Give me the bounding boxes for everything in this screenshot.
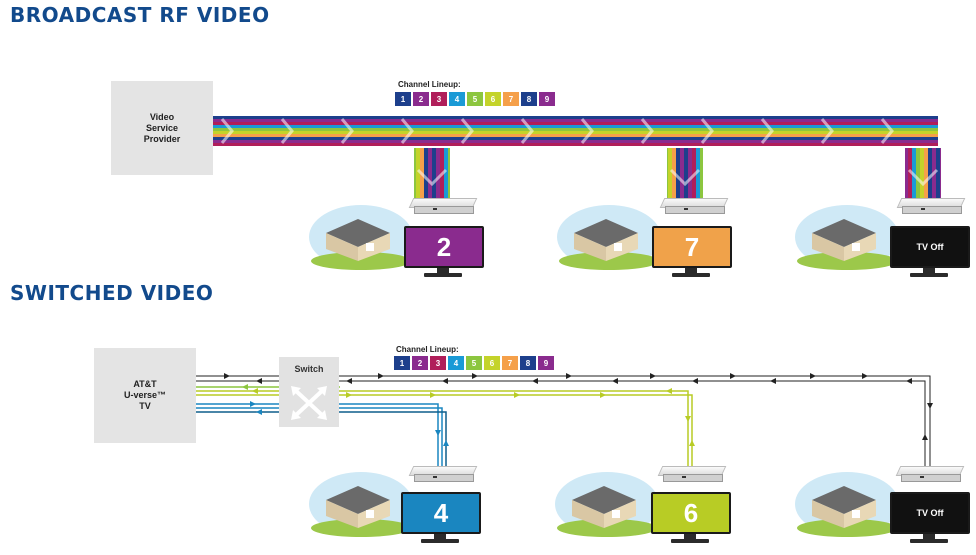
rainbow-drop-1 [414, 148, 450, 202]
provider-label-line: U-verse™ [123, 390, 167, 400]
switched-title: SWITCHED VIDEO [10, 281, 214, 305]
set-top-box [659, 198, 729, 214]
tv-off-label: TV Off [916, 508, 944, 518]
channel-chip: 8 [520, 356, 536, 370]
channel-chip: 2 [412, 356, 428, 370]
channel-chip: 6 [485, 92, 501, 106]
house-illustration [792, 462, 902, 537]
switch-arrows-icon [291, 386, 327, 420]
switch-label: Switch [294, 364, 324, 374]
channel-chip: 1 [394, 356, 410, 370]
set-top-box [408, 466, 478, 482]
set-top-box [895, 466, 965, 482]
channel-chip: 4 [448, 356, 464, 370]
channel-chip: 1 [395, 92, 411, 106]
channel-chip: 8 [521, 92, 537, 106]
tv-channel-label: 6 [683, 497, 699, 528]
provider-label-line: Video [149, 111, 175, 122]
tv-channel-label: 7 [684, 231, 700, 262]
provider-label-line: TV [139, 401, 151, 411]
tv-channel-label: 4 [433, 497, 449, 528]
flow-arrows [224, 373, 933, 440]
provider-label-line: Service [145, 122, 178, 133]
channel-chip: 6 [484, 356, 500, 370]
channel-chip: 9 [538, 356, 554, 370]
broadcast-title: BROADCAST RF VIDEO [10, 3, 270, 27]
broadcast-lineup-label: Channel Lineup: [398, 80, 461, 89]
channel-chip: 4 [449, 92, 465, 106]
channel-chip: 7 [502, 356, 518, 370]
provider-label-line: Provider [143, 133, 181, 144]
channel-chip: 7 [503, 92, 519, 106]
house-illustration [792, 195, 902, 270]
channel-chip: 5 [466, 356, 482, 370]
channel-chip: 5 [467, 92, 483, 106]
tv-screen: 6 [651, 492, 731, 534]
house-illustration [306, 462, 416, 537]
tv-off-label: TV Off [916, 242, 944, 252]
tv-screen: 7 [652, 226, 732, 268]
house-illustration [552, 462, 662, 537]
video-service-provider-box: Video Service Provider [111, 81, 213, 175]
rainbow-drop-2 [667, 148, 703, 202]
tv-screen: TV Off [890, 492, 970, 534]
rainbow-bus [213, 116, 938, 146]
set-top-box [657, 466, 727, 482]
channel-chip: 3 [430, 356, 446, 370]
channel-chip: 3 [431, 92, 447, 106]
switched-signal-lines [196, 375, 931, 466]
provider-label-line: AT&T [133, 379, 157, 389]
tv-screen: TV Off [890, 226, 970, 268]
tv-screen: 2 [404, 226, 484, 268]
switched-lineup-label: Channel Lineup: [396, 345, 459, 354]
channel-chip: 2 [413, 92, 429, 106]
set-top-box [408, 198, 478, 214]
set-top-box [896, 198, 966, 214]
house-illustration [554, 195, 664, 270]
house-illustration [306, 195, 416, 270]
channel-chip: 9 [539, 92, 555, 106]
rainbow-drop-3 [905, 148, 941, 202]
tv-channel-label: 2 [436, 231, 452, 262]
att-uverse-provider-box: AT&T U-verse™ TV [94, 348, 196, 443]
flow-chevrons [220, 118, 894, 144]
switch-box: Switch [279, 357, 339, 427]
tv-screen: 4 [401, 492, 481, 534]
